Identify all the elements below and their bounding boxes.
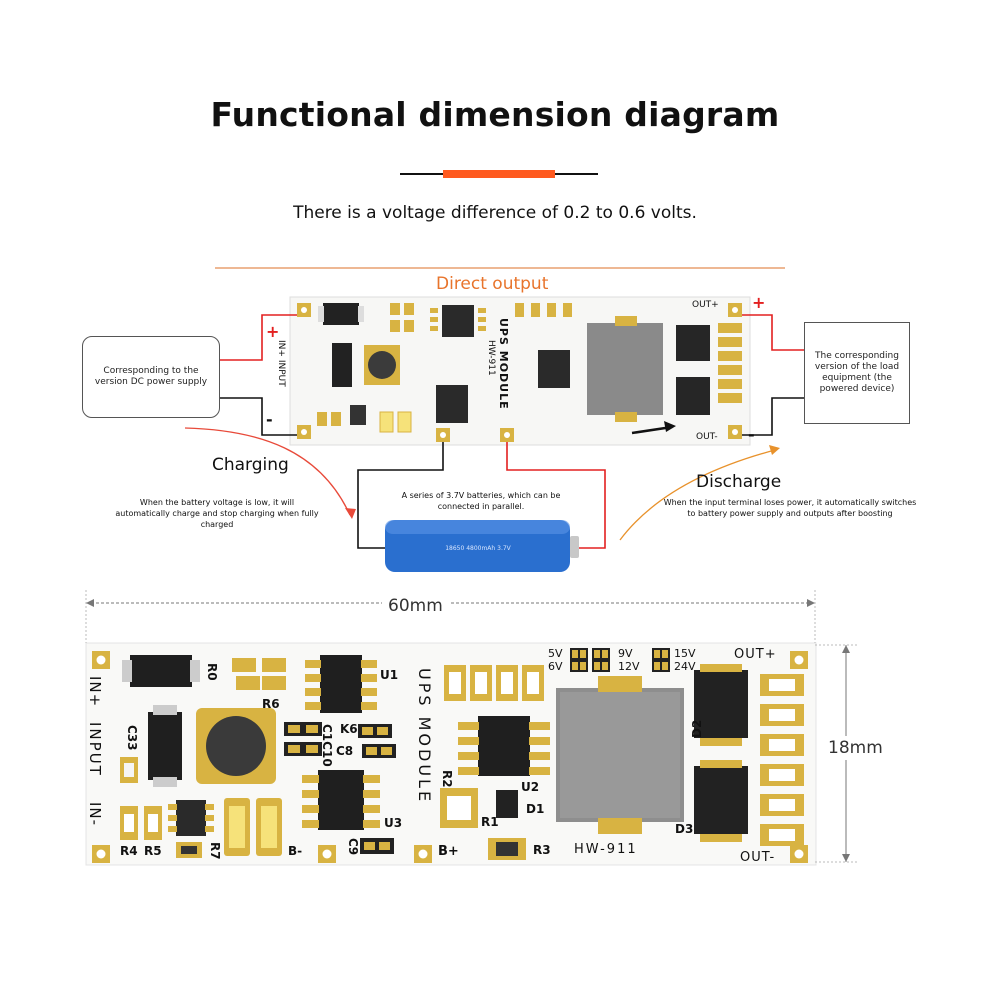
u2-label: U2 (521, 780, 540, 794)
load-equipment-text: The corresponding version of the load eq… (814, 351, 900, 394)
input-minus-wire (218, 397, 297, 436)
battery-plus-wire (506, 442, 606, 549)
output-minus-sign: - (748, 425, 755, 444)
input-minus-sign: - (266, 410, 273, 429)
d1-label: D1 (526, 802, 545, 816)
d2-label: D2 (690, 719, 704, 738)
out-minus-label: OUT- (740, 850, 776, 865)
input-label: INPUT (86, 722, 104, 777)
r4-label: R4 (120, 844, 138, 858)
r2-label: R2 (440, 770, 454, 788)
discharge-description: When the input terminal loses power, it … (663, 498, 917, 518)
v12-label: 12V (618, 660, 640, 673)
c33-label: C33 (125, 725, 139, 751)
d3-label: D3 (675, 822, 694, 836)
r6-label: R6 (262, 697, 280, 711)
b-minus-label: B- (288, 844, 303, 858)
direct-output-label: Direct output (436, 274, 549, 294)
c1c10-label: C1C10 (320, 724, 334, 767)
c9-label: C9 (346, 838, 360, 856)
in-minus-label: IN- (86, 802, 104, 827)
small-model-text: HW-911 (486, 340, 496, 376)
small-in-plus-input-label: IN+ INPUT (276, 340, 286, 387)
r7-label: R7 (208, 842, 222, 860)
battery-minus-wire (357, 442, 444, 549)
discharge-arrow (619, 449, 776, 541)
output-minus-wire (742, 397, 804, 436)
v24-label: 24V (674, 660, 696, 673)
dc-power-supply-box: Corresponding to the version DC power su… (82, 336, 220, 418)
input-plus-wire (218, 314, 297, 361)
height-dimension-label: 18mm (826, 736, 885, 760)
discharge-title: Discharge (696, 472, 782, 492)
charging-arrow (184, 427, 351, 516)
r1-label: R1 (481, 815, 499, 829)
v5-label: 5V (548, 647, 563, 660)
r3-label: R3 (533, 843, 551, 857)
out-plus-label: OUT+ (734, 647, 777, 662)
u1-label: U1 (380, 668, 399, 682)
r0-label: R0 (205, 663, 219, 681)
small-module-text: UPS MODULE (497, 318, 510, 410)
k6-label: K6 (340, 722, 358, 736)
svg-text:18650 4800mAh 3.7V: 18650 4800mAh 3.7V (445, 545, 511, 552)
battery-description: A series of 3.7V batteries, which can be… (401, 491, 561, 511)
v9-label: 9V (618, 647, 633, 660)
in-plus-label: IN+ (86, 676, 104, 708)
small-board (289, 296, 751, 446)
dc-power-supply-text: Corresponding to the version DC power su… (94, 366, 208, 387)
b-plus-label: B+ (438, 844, 459, 859)
model-label: HW-911 (574, 842, 638, 857)
small-out-plus-label: OUT+ (692, 300, 719, 310)
page-subtitle: There is a voltage difference of 0.2 to … (293, 203, 697, 223)
charging-description: When the battery voltage is low, it will… (115, 498, 319, 529)
page-title: Functional dimension diagram (210, 95, 780, 134)
large-board (85, 642, 817, 866)
width-dimension-label: 60mm (382, 596, 449, 616)
battery: 18650 4800mAh 3.7V (385, 520, 579, 572)
v6-label: 6V (548, 660, 563, 673)
small-out-minus-label: OUT- (696, 432, 718, 442)
load-equipment-box: The corresponding version of the load eq… (804, 322, 910, 424)
r5-label: R5 (144, 844, 162, 858)
c8-label: C8 (336, 744, 354, 758)
output-plus-wire (742, 314, 804, 351)
charging-title: Charging (212, 455, 289, 475)
v15-label: 15V (674, 647, 696, 660)
output-plus-sign: + (752, 293, 766, 312)
ups-module-text: UPS MODULE (415, 668, 434, 805)
input-plus-sign: + (266, 322, 280, 341)
u3-label: U3 (384, 816, 403, 830)
